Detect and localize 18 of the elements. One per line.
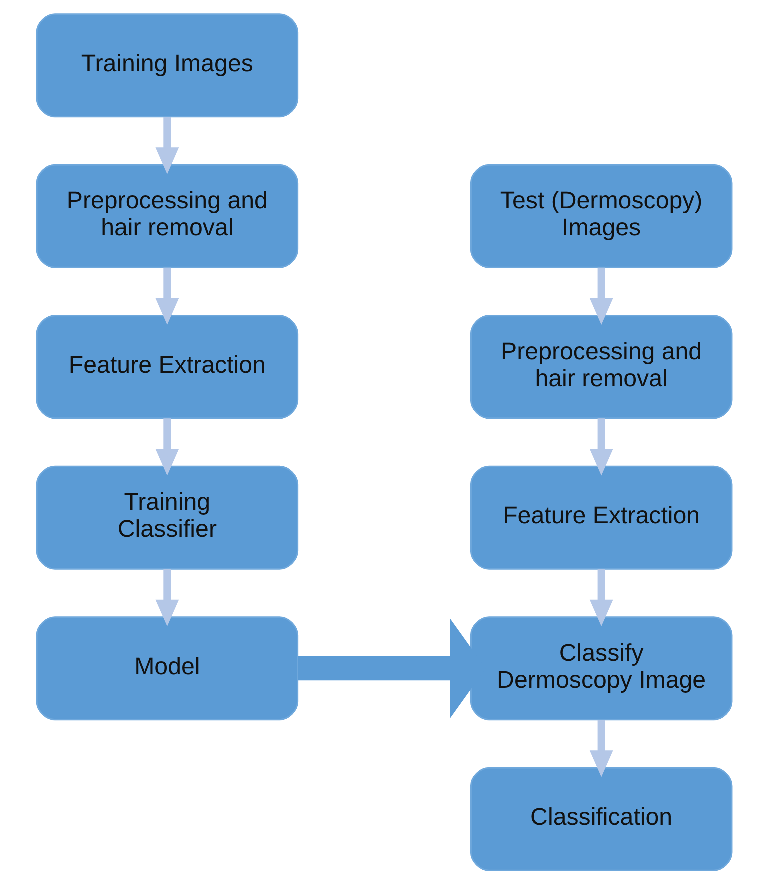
arrow bbox=[155, 569, 179, 627]
node-box: Feature Extraction bbox=[36, 315, 298, 420]
arrow bbox=[155, 117, 179, 174]
arrow bbox=[589, 720, 613, 778]
node-box: Classification bbox=[470, 767, 732, 872]
node-box: Model bbox=[36, 616, 298, 721]
arrow bbox=[155, 268, 179, 326]
node-box: Test (Dermoscopy) Images bbox=[470, 164, 732, 268]
arrow bbox=[589, 268, 613, 326]
node-box: Feature Extraction bbox=[470, 466, 732, 570]
arrow bbox=[589, 569, 613, 627]
node-box: Training Images bbox=[36, 14, 298, 118]
node-box: Preprocessing and hair removal bbox=[470, 315, 732, 420]
arrow bbox=[155, 418, 179, 476]
node-box: Preprocessing and hair removal bbox=[36, 164, 298, 268]
node-box: Classify Dermoscopy Image bbox=[470, 616, 732, 721]
node-box: Training Classifier bbox=[36, 466, 298, 570]
arrow bbox=[589, 418, 613, 476]
